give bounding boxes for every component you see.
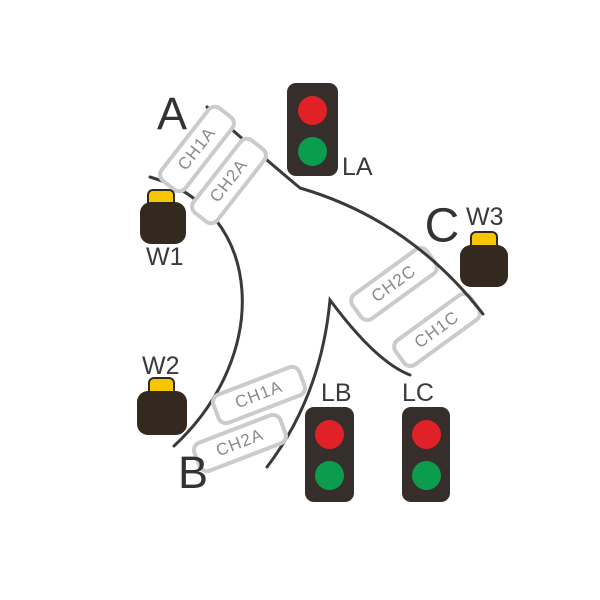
signal-lc-red-lamp-icon	[411, 420, 441, 449]
track-edge-a-b-left	[148, 175, 244, 448]
signal-lc-label: LC	[402, 379, 434, 407]
signal-la-label: LA	[342, 153, 373, 181]
signal-la-green-lamp-icon	[298, 137, 327, 166]
switch-w3-label: W3	[466, 203, 504, 231]
switch-w3-icon	[460, 245, 508, 287]
track-edge-b-right-c-lower	[265, 295, 412, 469]
signal-la-red-lamp-icon	[298, 96, 327, 125]
switch-w2-label: W2	[142, 352, 180, 380]
signal-lc-green-lamp-icon	[411, 461, 441, 490]
switch-w2-icon	[137, 391, 187, 435]
signal-la-icon	[287, 83, 338, 176]
switch-w1-label: W1	[146, 243, 184, 271]
signal-lb-label: LB	[321, 379, 352, 407]
branch-label-c: C	[424, 199, 460, 253]
signal-lb-green-lamp-icon	[315, 461, 344, 490]
branch-label-b: B	[177, 447, 209, 498]
switch-w1-icon	[140, 202, 186, 244]
signal-lc-icon	[402, 407, 450, 502]
signal-lb-red-lamp-icon	[315, 420, 344, 449]
track-edge-a-right-c-upper	[205, 105, 485, 316]
branch-label-a: A	[156, 88, 188, 139]
signal-lb-icon	[305, 407, 354, 502]
